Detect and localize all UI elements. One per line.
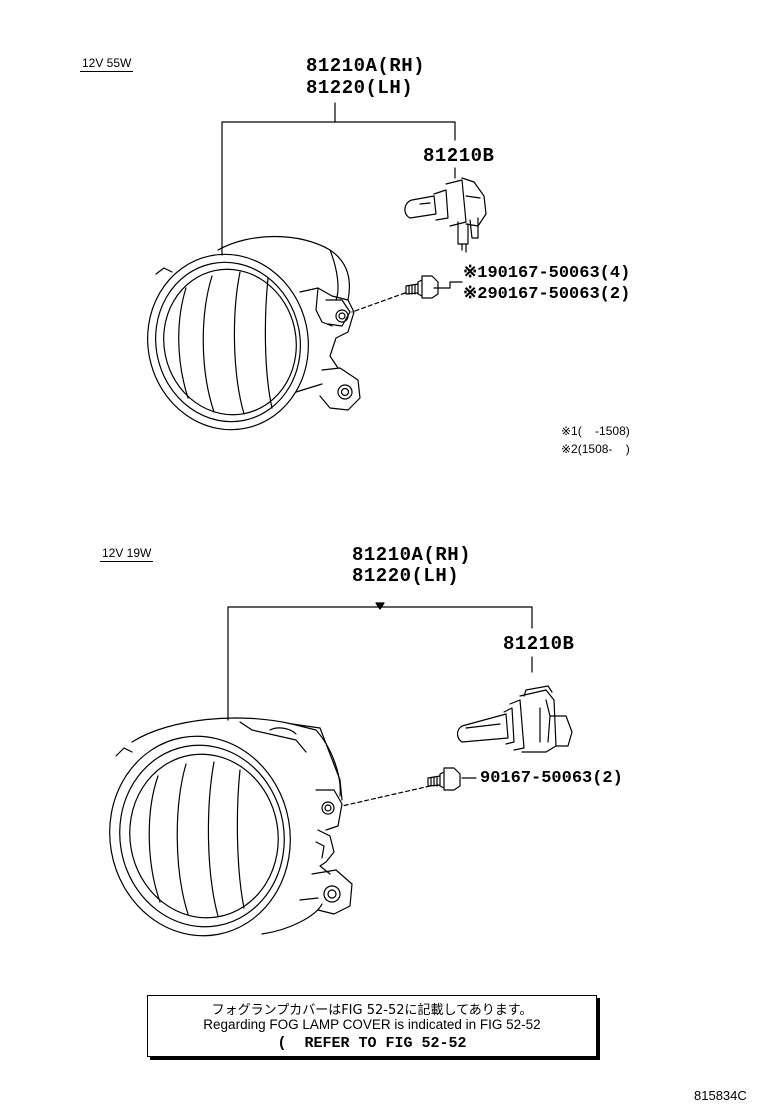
upper-assembly-rh-part-number[interactable]: 81210A(RH) [306, 55, 426, 77]
lower-bulb-part-number[interactable]: 81210B [503, 633, 575, 655]
lower-arrow [375, 602, 385, 610]
notice-japanese-text: フォグランプカバーはFIG 52-52に記載してあります。 [211, 1003, 533, 1018]
upper-bulb [404, 177, 487, 253]
upper-footnote-1: ※1( -1508) [561, 424, 630, 438]
upper-assembly-lh-part-number[interactable]: 81220(LH) [306, 77, 414, 99]
lower-assembly-lh-part-number[interactable]: 81220(LH) [352, 565, 460, 587]
upper-footnote-2: ※2(1508- ) [561, 442, 630, 456]
lower-bolt [427, 767, 461, 791]
upper-bolt-part-number-2[interactable]: ※290167-50063(2) [463, 285, 631, 304]
upper-bolt-part-number-1[interactable]: ※190167-50063(4) [463, 264, 631, 283]
lower-spec-label: 12V 19W [100, 546, 154, 562]
notice-english-text: Regarding FOG LAMP COVER is indicated in… [203, 1017, 541, 1032]
fog-lamp-cover-notice: フォグランプカバーはFIG 52-52に記載してあります。 Regarding … [147, 995, 597, 1057]
refer-to-fig-link[interactable]: ( REFER TO FIG 52-52 [277, 1035, 467, 1052]
upper-fog-lamp [147, 235, 361, 431]
lower-bolt-part-number[interactable]: 90167-50063(2) [480, 769, 623, 788]
upper-bolt [405, 275, 439, 299]
lower-fog-lamp [109, 717, 353, 937]
upper-bulb-part-number[interactable]: 81210B [423, 145, 495, 167]
lower-bulb [456, 685, 573, 753]
upper-leader-lines [221, 102, 463, 313]
upper-spec-label: 12V 55W [80, 56, 134, 72]
lower-assembly-rh-part-number[interactable]: 81210A(RH) [352, 544, 472, 566]
figure-code: 815834C [694, 1088, 747, 1103]
